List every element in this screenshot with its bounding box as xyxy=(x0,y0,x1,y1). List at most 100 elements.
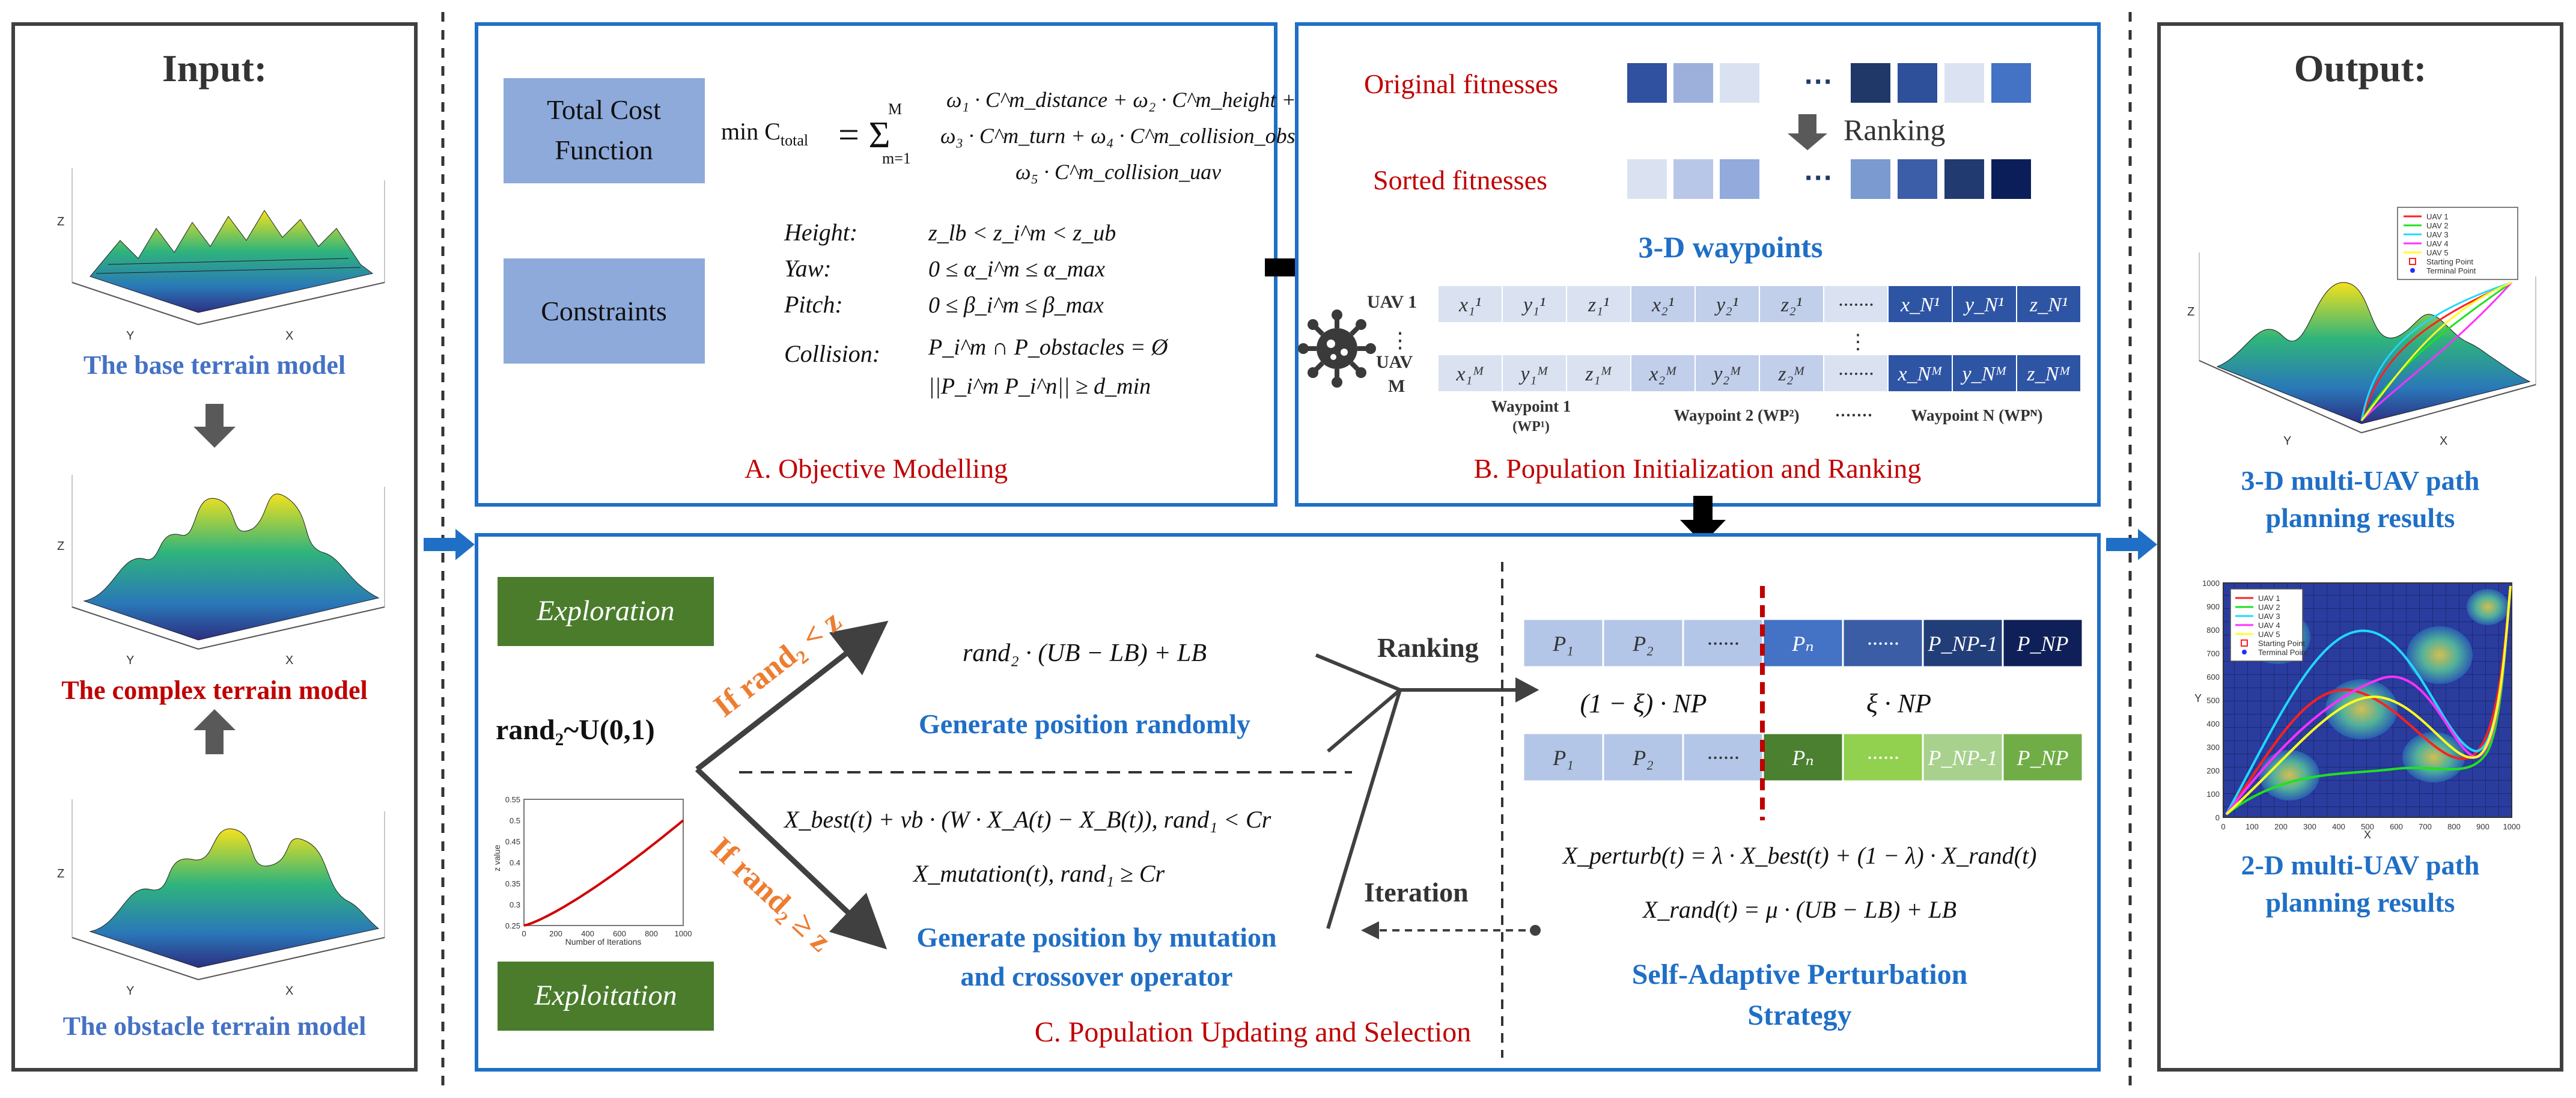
plot-2d-xtick: 400 xyxy=(2332,822,2345,831)
wp-dots-label: ······· xyxy=(1835,406,1872,424)
plot-2d-xtick: 800 xyxy=(2447,822,2461,831)
legend-entry: UAV 3 xyxy=(2258,612,2280,621)
plot-2d-xtick: 500 xyxy=(2361,822,2374,831)
svg-text:Yaw:: Yaw: xyxy=(784,255,832,282)
axis-z-label: Z xyxy=(2187,305,2194,319)
svg-text:0 ≤ β_i^m ≤ β_max: 0 ≤ β_i^m ≤ β_max xyxy=(928,293,1104,318)
panel-a: Total Cost Function Constraints min Ctot… xyxy=(475,22,1315,507)
population-cell-text: P₁ xyxy=(1552,746,1574,770)
waypoint-cell-text: x₁ᴹ xyxy=(1455,363,1484,385)
down-arrow-icon xyxy=(193,404,236,448)
waypoint-cell-text: z₂¹ xyxy=(1780,294,1802,316)
sorted-dots: ··· xyxy=(1804,162,1833,194)
original-fitness-cell xyxy=(1944,63,1984,103)
output-title: Output: xyxy=(2294,47,2427,90)
waypoint-cell-text: x_Nᴹ xyxy=(1897,363,1943,385)
uav1-label: UAV 1 xyxy=(1367,292,1417,312)
waypoint-cell xyxy=(1694,354,1760,392)
obstacle-terrain-label: The obstacle terrain model xyxy=(63,1011,367,1041)
waypoint-cell xyxy=(1887,285,1953,323)
mini-chart-xtick: 200 xyxy=(549,929,562,938)
waypoints-title: 3-D waypoints xyxy=(1639,230,1823,264)
legend-entry: Starting Point xyxy=(2258,639,2305,648)
original-fitness-cell xyxy=(1673,63,1713,103)
plot-2d-xtick: 1000 xyxy=(2503,822,2521,831)
legend-entry: UAV 4 xyxy=(2258,621,2280,630)
constraints-box xyxy=(504,258,705,364)
sorted-fitness-cell xyxy=(1627,159,1667,199)
axis-z-label: Z xyxy=(57,215,64,228)
mini-chart-ytick: 0.35 xyxy=(505,879,520,888)
constraints-list: Height: z_lb < z_i^m < z_ub Yaw: 0 ≤ α_i… xyxy=(784,219,1169,399)
plot-2d-ytick: 200 xyxy=(2206,766,2220,775)
population-cell-text: Pₙ xyxy=(1791,632,1814,656)
waypoint-cell xyxy=(1823,354,1889,392)
plot-2d-xtick: 100 xyxy=(2246,822,2259,831)
waypoint-cell-text: y₂¹ xyxy=(1714,294,1738,316)
waypoint-cell-text: y₁ᴹ xyxy=(1518,363,1548,385)
sorted-fitness-cell xyxy=(1991,159,2031,199)
base-terrain-plot: Z Y X xyxy=(57,168,385,343)
population-cell xyxy=(1922,732,2004,782)
result2d-label-2: planning results xyxy=(2266,887,2455,918)
ranking-connector-label: Ranking xyxy=(1377,632,1479,663)
sorted-fitness-cell xyxy=(1944,159,1984,199)
result3d-label-2: planning results xyxy=(2266,502,2455,533)
waypoint-cell xyxy=(1566,285,1631,323)
plot-2d-xtick: 300 xyxy=(2303,822,2316,831)
svg-text:Pitch:: Pitch: xyxy=(784,291,843,318)
waypoint-cell-text: z₁¹ xyxy=(1588,294,1609,316)
obstacle-terrain-plot: Z Y X xyxy=(57,799,385,998)
sorted-fitness-label: Sorted fitnesses xyxy=(1373,165,1547,195)
ranking-connector xyxy=(1315,653,1539,929)
waypoint-cell-text: x₁¹ xyxy=(1458,294,1481,316)
legend-entry: Terminal Point xyxy=(2426,266,2476,275)
svg-text:= Σ: = Σ xyxy=(838,115,891,156)
mini-chart-ytick: 0.55 xyxy=(505,795,520,804)
svg-text:z_lb < z_i^m < z_ub: z_lb < z_i^m < z_ub xyxy=(928,221,1116,246)
svg-text:Height:: Height: xyxy=(784,219,857,246)
waypoint-cell xyxy=(1437,354,1503,392)
waypoint-cell xyxy=(1630,354,1696,392)
svg-text:Collision:: Collision: xyxy=(784,340,880,367)
population-cell-text: ······ xyxy=(1707,746,1740,770)
axis-y-label: Y xyxy=(2194,692,2202,704)
population-cell xyxy=(2002,732,2084,782)
sorted-fitness-cell xyxy=(1898,159,1937,199)
exploration-label: Exploration xyxy=(536,595,674,627)
original-fitness-cell xyxy=(1627,63,1667,103)
population-cell-text: P₂ xyxy=(1632,746,1654,770)
waypoint-cell-text: ······· xyxy=(1838,363,1874,385)
svg-text:ω₃ · C^m_turn + ω₄ · C^m_colli: ω₃ · C^m_turn + ω₄ · C^m_collision_obs + xyxy=(940,124,1315,148)
waypoint-cell-text: y₁¹ xyxy=(1521,294,1545,316)
random-label: Generate position randomly xyxy=(919,709,1250,739)
waypoint-cell xyxy=(1566,354,1631,392)
branch-down-arrow xyxy=(695,767,888,950)
axis-z-label: Z xyxy=(57,867,64,880)
population-cell xyxy=(1602,618,1684,668)
legend-entry: Terminal Point xyxy=(2258,648,2308,657)
waypoint-cell xyxy=(1952,354,2017,392)
mini-chart-ylabel: z value xyxy=(492,844,502,871)
mini-chart-xtick: 0 xyxy=(522,929,526,938)
waypoint-cell-text: z₂ᴹ xyxy=(1777,363,1805,385)
panel-b: Original fitnesses ··· Ranking Sorted fi… xyxy=(1295,22,2101,507)
wpn-label: Waypoint N (WPᴺ) xyxy=(1911,406,2043,424)
sorted-fitness-cell xyxy=(1673,159,1713,199)
axis-y-label: Y xyxy=(2283,435,2291,448)
population-cell xyxy=(2002,618,2084,668)
plot-2d-ytick: 400 xyxy=(2206,719,2220,728)
mini-chart-xtick: 600 xyxy=(613,929,626,938)
svg-text:||P_i^m P_i^n|| ≥ d_min: ||P_i^m P_i^n|| ≥ d_min xyxy=(928,374,1151,399)
waypoint-cell xyxy=(1887,354,1953,392)
mutation-label-2: and crossover operator xyxy=(960,961,1232,992)
iteration-arrow xyxy=(1361,921,1541,939)
plot-2d-xtick: 900 xyxy=(2476,822,2489,831)
original-fitness-cell xyxy=(1720,63,1759,103)
constraints-label: Constraints xyxy=(541,296,667,326)
total-cost-box xyxy=(504,78,705,183)
output-panel-frame xyxy=(2157,22,2563,1072)
waypoint-cell xyxy=(1759,354,1824,392)
